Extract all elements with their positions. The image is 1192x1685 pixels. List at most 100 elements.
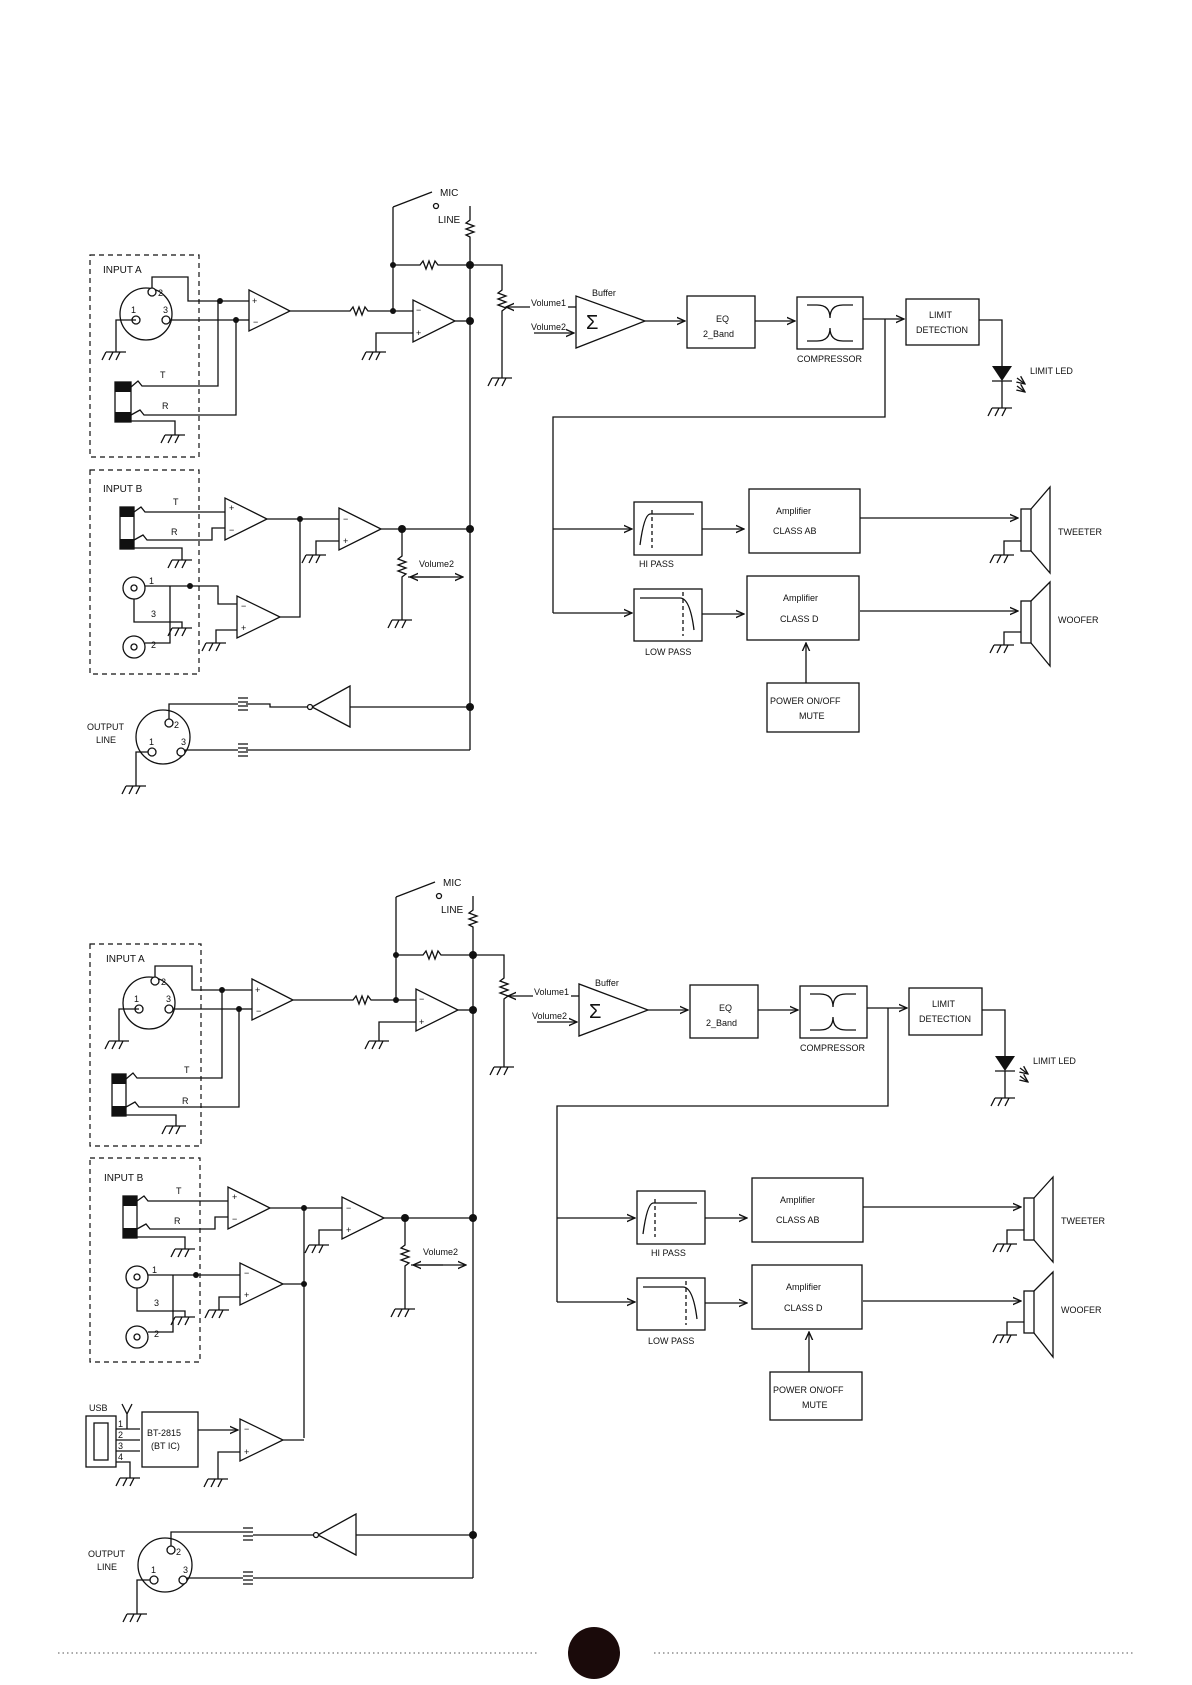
- svg-text:4: 4: [118, 1452, 123, 1462]
- block-diagram-2: MIC LINE INPUT A 2 1 3: [85, 878, 1105, 1623]
- xlr-output-2: 2 1 3: [122, 1531, 243, 1623]
- svg-text:+: +: [346, 1225, 351, 1235]
- rca-jacks-input-b: 1 3 2: [122, 576, 193, 659]
- xlr-output: 2 1 3: [121, 703, 238, 795]
- svg-text:T: T: [184, 1065, 190, 1075]
- tweeter-speaker-2: [992, 1175, 1054, 1264]
- power-mute-block-2: [769, 1371, 863, 1421]
- sigma-symbol: Σ: [586, 312, 598, 334]
- volume2-pot: [387, 529, 463, 629]
- buffer-summing-amp: Σ Buffer: [575, 288, 647, 349]
- limit-led-2: [982, 1009, 1028, 1107]
- input-b-box: [89, 469, 200, 675]
- svg-text:−: −: [244, 1424, 249, 1434]
- xlr-input-a-2: 2 1 3: [104, 965, 239, 1050]
- svg-text:−: −: [256, 1006, 261, 1016]
- svg-text:LOW PASS: LOW PASS: [648, 1336, 694, 1346]
- input-a-box: [89, 254, 200, 458]
- eq-block-2: [689, 984, 759, 1039]
- svg-text:+: +: [419, 1017, 424, 1027]
- svg-text:Σ: Σ: [589, 1001, 601, 1023]
- svg-text:−: −: [229, 525, 234, 535]
- eq-block: [686, 295, 756, 349]
- gain-op-amp-2: − +: [364, 955, 477, 1050]
- svg-text:Amplifier: Amplifier: [783, 593, 818, 603]
- input-a-op-amp-2: + −: [222, 977, 396, 1022]
- svg-text:−: −: [244, 1268, 249, 1278]
- svg-text:WOOFER: WOOFER: [1061, 1305, 1102, 1315]
- svg-text:2: 2: [154, 1329, 159, 1339]
- svg-text:HI PASS: HI PASS: [651, 1248, 686, 1258]
- svg-text:+: +: [244, 1290, 249, 1300]
- svg-text:LINE: LINE: [97, 1562, 117, 1572]
- svg-text:+: +: [255, 985, 260, 995]
- trs-jack-input-a-2: T R: [111, 987, 242, 1135]
- svg-text:TWEETER: TWEETER: [1061, 1216, 1105, 1226]
- rca-jacks-input-b-2: 1 3 2: [125, 1265, 199, 1349]
- svg-text:2: 2: [158, 288, 163, 298]
- input-b-label: INPUT B: [103, 484, 143, 495]
- page-number-dot: [568, 1627, 620, 1679]
- svg-text:(BT IC): (BT IC): [151, 1441, 180, 1451]
- volume1-pot-2: [473, 954, 533, 1076]
- amplifier-class-ab-2: [751, 1177, 864, 1243]
- svg-text:1: 1: [149, 576, 154, 586]
- svg-text:−: −: [232, 1214, 237, 1224]
- crossover-feed-2: [556, 1008, 889, 1302]
- hi-pass-filter-2: [636, 1190, 706, 1245]
- limit-detection-block: [905, 298, 980, 346]
- output-label-line1: OUTPUT: [87, 722, 125, 732]
- buffer-summing-amp-2: Σ Buffer: [578, 978, 650, 1037]
- power-mute-block: [766, 682, 860, 733]
- svg-text:Volume2: Volume2: [423, 1247, 458, 1257]
- svg-text:3: 3: [166, 994, 171, 1004]
- svg-text:−: −: [343, 514, 348, 524]
- svg-text:R: R: [174, 1216, 181, 1226]
- svg-text:T: T: [173, 497, 179, 507]
- volume2-pot-label: Volume2: [419, 559, 454, 569]
- svg-text:Volume1: Volume1: [534, 987, 569, 997]
- svg-text:+: +: [252, 296, 257, 306]
- svg-text:1: 1: [152, 1265, 157, 1275]
- usb-bt-input: USB 1 2 3 4 BT-2815 (BT IC) − +: [85, 1403, 304, 1488]
- svg-text:MUTE: MUTE: [799, 711, 825, 721]
- svg-text:CLASS AB: CLASS AB: [776, 1215, 820, 1225]
- amplifier-class-d: [746, 575, 860, 641]
- svg-text:2: 2: [176, 1547, 181, 1557]
- svg-text:T: T: [176, 1186, 182, 1196]
- svg-text:R: R: [182, 1096, 189, 1106]
- svg-text:3: 3: [183, 1565, 188, 1575]
- svg-text:LIMIT LED: LIMIT LED: [1033, 1056, 1076, 1066]
- svg-text:R: R: [162, 401, 169, 411]
- trs-jack-input-b-2: T R: [122, 1186, 228, 1258]
- svg-text:1: 1: [131, 305, 136, 315]
- svg-text:2_Band: 2_Band: [703, 329, 734, 339]
- trs-jack-input-b: T R: [119, 497, 225, 569]
- low-pass-label: LOW PASS: [645, 647, 691, 657]
- svg-text:OUTPUT: OUTPUT: [88, 1549, 126, 1559]
- svg-text:DETECTION: DETECTION: [916, 325, 968, 335]
- svg-text:+: +: [232, 1192, 237, 1202]
- svg-text:T: T: [160, 370, 166, 380]
- output-label-line2: LINE: [96, 735, 116, 745]
- svg-text:3: 3: [181, 737, 186, 747]
- volume1-pot: [470, 264, 530, 387]
- svg-text:−: −: [346, 1203, 351, 1213]
- svg-text:LINE: LINE: [441, 905, 464, 916]
- svg-text:3: 3: [154, 1298, 159, 1308]
- limit-detection-block-2: [908, 987, 983, 1036]
- input-b-op-amps: + − − + − +: [190, 496, 474, 652]
- input-b-op-amps-2: + − − + − +: [196, 1185, 477, 1438]
- svg-text:BT-2815: BT-2815: [147, 1428, 181, 1438]
- feedback-resistor: [393, 259, 470, 271]
- page-footer: [58, 1627, 1135, 1679]
- limit-led: [979, 319, 1025, 417]
- woofer-label: WOOFER: [1058, 615, 1099, 625]
- crossover-feed: [552, 319, 886, 613]
- svg-text:INPUT A: INPUT A: [106, 954, 145, 965]
- antenna-icon: [121, 1403, 133, 1429]
- svg-text:Amplifier: Amplifier: [776, 506, 811, 516]
- compressor-label: COMPRESSOR: [797, 354, 863, 364]
- svg-text:2: 2: [118, 1430, 123, 1440]
